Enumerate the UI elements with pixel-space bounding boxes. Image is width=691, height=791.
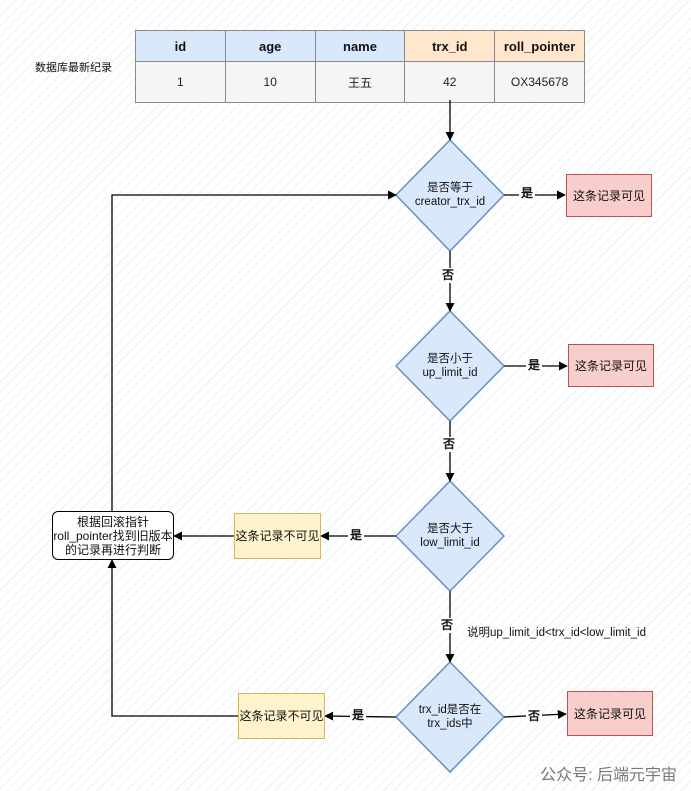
decision-2-line-2: up_limit_id xyxy=(422,367,478,379)
decision-3-line-2: low_limit_id xyxy=(420,537,480,549)
decision-4: trx_id是否在 trx_ids中 xyxy=(396,702,504,732)
rollback-line-3: 的记录再进行判断 xyxy=(64,542,161,557)
table-row: 1 10 王五 42 OX345678 xyxy=(135,61,585,103)
rollback-line-2: roll_pointer找到旧版本 xyxy=(53,528,173,543)
visible-box-3: 这条记录可见 xyxy=(567,691,653,736)
decision-3-line-1: 是否大于 xyxy=(427,523,473,535)
header-roll-pointer: roll_pointer xyxy=(494,30,585,62)
edge-label-yes-1: 是 xyxy=(519,186,536,201)
decision-3: 是否大于 low_limit_id xyxy=(396,521,504,551)
rollback-line-1: 根据回滚指针 xyxy=(76,514,149,529)
edge-rollback-loop xyxy=(111,190,397,511)
edge-label-no-1: 否 xyxy=(440,268,457,283)
decision-1-line-2: creator_trx_id xyxy=(414,196,486,208)
header-age: age xyxy=(224,30,316,62)
invisible-box-2: 这条记录不可见 xyxy=(238,693,325,739)
decision-4-line-1: trx_id是否在 xyxy=(418,704,482,716)
decision-2-line-1: 是否小于 xyxy=(426,353,473,365)
range-note: 说明up_limit_id<trx_id<low_limit_id xyxy=(467,627,646,639)
header-trx-id: trx_id xyxy=(404,30,496,62)
header-name: name xyxy=(314,30,406,62)
decision-diamond-4 xyxy=(394,660,506,774)
invisible-box-1: 这条记录不可见 xyxy=(234,513,321,559)
edge-label-no-3: 否 xyxy=(439,618,456,633)
record-caption: 数据库最新纪录 xyxy=(35,62,112,74)
edge-label-no-2: 否 xyxy=(441,437,458,452)
edge-label-no-4: 否 xyxy=(526,709,543,724)
edge-invisible2-to-rollback xyxy=(107,559,238,717)
visible-box-2: 这条记录可见 xyxy=(568,344,654,387)
visible-box-1: 这条记录可见 xyxy=(566,174,652,217)
cell-id: 1 xyxy=(135,61,226,103)
cell-roll-pointer: OX345678 xyxy=(494,61,585,103)
decision-1-line-1: 是否等于 xyxy=(427,182,473,194)
decision-1: 是否等于 creator_trx_id xyxy=(396,180,504,210)
table-header-row: id age name trx_id roll_pointer xyxy=(135,30,585,62)
decision-2: 是否小于 up_limit_id xyxy=(396,351,504,381)
edge-label-yes-2: 是 xyxy=(526,358,543,373)
watermark: 公众号: 后端元宇宙 xyxy=(540,767,677,784)
edge-label-yes-3: 是 xyxy=(348,528,365,543)
cell-name: 王五 xyxy=(314,61,406,103)
cell-age: 10 xyxy=(224,61,316,103)
record-table: id age name trx_id roll_pointer 1 10 王五 … xyxy=(135,30,585,103)
decision-4-line-2: trx_ids中 xyxy=(427,718,473,730)
edge-label-yes-4: 是 xyxy=(350,708,367,723)
